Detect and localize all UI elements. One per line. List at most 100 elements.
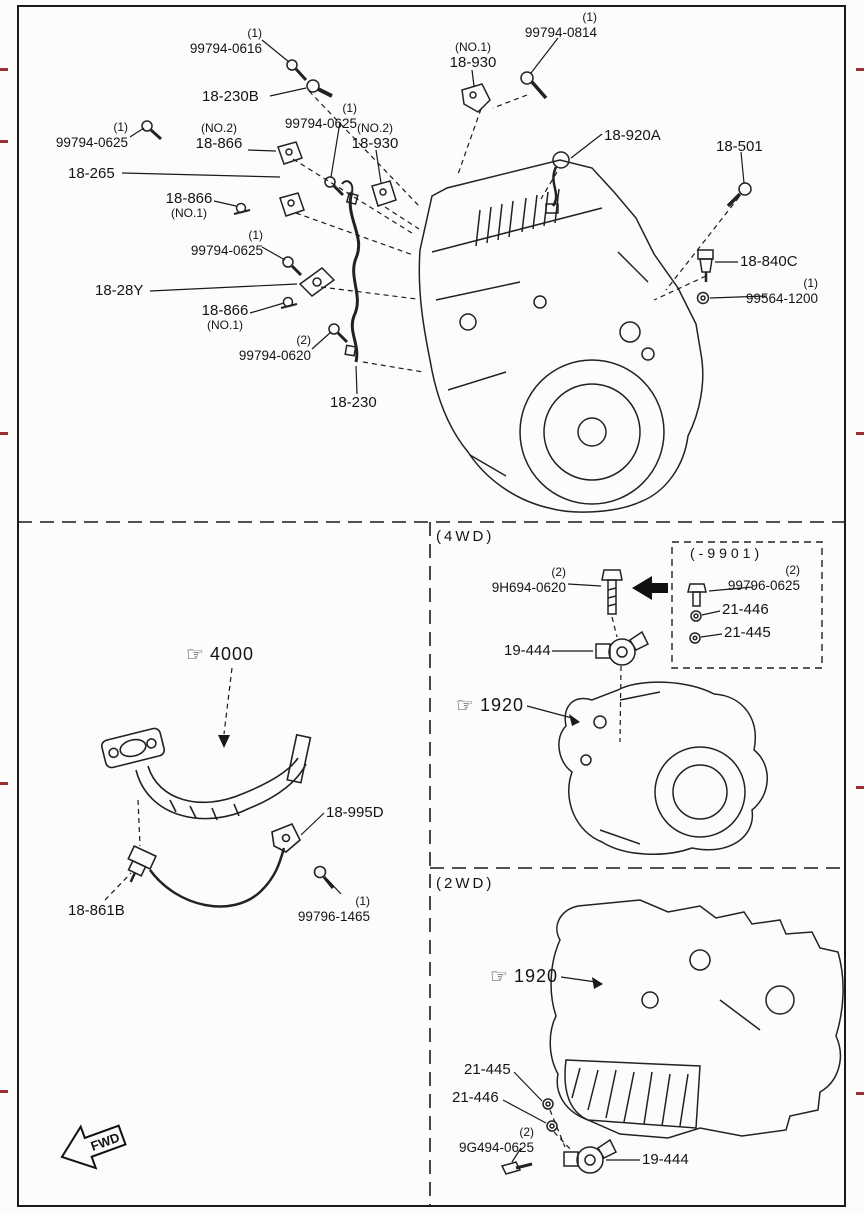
bolt-99796-0625-glyph — [687, 583, 707, 607]
page-border — [17, 5, 846, 1207]
callout-21-446-4wd: 21-446 — [722, 601, 769, 618]
bolt-99794-0616-glyph — [286, 59, 308, 82]
callout-18-930-no1: (NO.1) 18-930 — [449, 40, 497, 71]
callout-qty: (1) — [247, 26, 262, 40]
section-dividers — [18, 521, 845, 1206]
dashed-lines-top — [292, 90, 740, 373]
washer-99564-1200-glyph — [696, 291, 710, 305]
callout-18-930-no2: (NO.2) 18-930 — [351, 121, 399, 152]
callout-99794-0625-b: (1) 99794-0625 — [284, 101, 357, 131]
callout-18-28Y: 18-28Y — [95, 282, 144, 299]
2wd-illustration — [500, 899, 844, 1175]
pipe-18-230-glyph — [341, 180, 361, 363]
sensor-18-840C-glyph — [697, 249, 714, 282]
callout-99794-0625-a: (1) 99794-0625 — [55, 120, 128, 150]
callout-18-866-no1-a: 18-866 (NO.1) — [165, 190, 213, 220]
header-2wd: (2WD) — [436, 875, 495, 892]
leader-lines-top — [121, 37, 768, 395]
callout-21-445-2wd: 21-445 — [464, 1061, 511, 1078]
washer-21-445-glyph — [689, 632, 701, 644]
callout-99564-1200: (1) 99564-1200 — [745, 276, 818, 306]
callout-18-501: 18-501 — [716, 138, 763, 155]
washer-21-445-2wd-glyph — [542, 1098, 554, 1110]
pointing-hand-icon: ☞ — [490, 965, 508, 988]
sensor-18-920A-glyph — [545, 151, 570, 214]
substitution-arrow-icon — [632, 576, 668, 600]
gasket-18-28Y-glyph — [298, 267, 336, 297]
arrowhead-1920-2wd — [592, 977, 603, 989]
bolt-9H694-0620-glyph — [601, 569, 623, 615]
callout-99794-0616: (1) 99794-0616 — [190, 26, 262, 56]
sensor-19-444-4wd-glyph — [595, 630, 650, 666]
bolt-99794-0625b-glyph — [324, 176, 345, 197]
bracket-18-930-no2-glyph — [371, 180, 397, 207]
scan-mark — [856, 432, 864, 435]
valve-18-230B-glyph — [306, 79, 333, 98]
scan-mark — [0, 432, 8, 435]
scan-mark — [856, 786, 864, 789]
scan-mark — [0, 140, 8, 143]
ref-4000: ☞ 4000 — [186, 644, 254, 665]
bracket-18-995D-glyph — [271, 822, 301, 853]
callout-99796-0625: (2) 99796-0625 — [727, 563, 800, 593]
oxygen-sensor-18-861B-glyph — [127, 844, 158, 883]
callout-99794-0625-c: (1) 99794-0625 — [190, 228, 263, 258]
bolt-9G494-0625-glyph — [500, 1161, 533, 1175]
pointing-hand-icon: ☞ — [456, 694, 474, 717]
pointing-hand-icon: ☞ — [186, 643, 204, 666]
callout-19-444-4wd: 19-444 — [504, 642, 551, 659]
callout-18-265: 18-265 — [68, 165, 115, 182]
scan-mark — [856, 1092, 864, 1095]
arrowhead-1920-4wd — [569, 714, 580, 726]
fastener-glyphs — [141, 59, 752, 344]
callout-18-995D: 18-995D — [326, 804, 384, 821]
inset-header-9901: (-9901) — [686, 545, 768, 561]
ref-number: 4000 — [209, 644, 254, 664]
ref-1920-2wd: ☞ 1920 — [490, 966, 558, 987]
leader-lines-exhaust — [300, 812, 342, 895]
fwd-arrow: FWD — [60, 1124, 127, 1170]
callout-18-861B: 18-861B — [68, 902, 125, 919]
callout-18-230B: 18-230B — [202, 88, 259, 105]
callout-9G494-0625: (2) 9G494-0625 — [458, 1125, 534, 1155]
clip-18-866-no1a-glyph — [233, 202, 251, 215]
leader-lines-2wd — [502, 976, 640, 1163]
ref-number: 1920 — [479, 695, 524, 715]
fwd-label: FWD — [89, 1130, 122, 1154]
ref-number: 1920 — [513, 966, 558, 986]
arrowhead-4000 — [218, 735, 230, 748]
dashed-lines-2wd — [549, 1109, 574, 1153]
bolt-99794-0625c-glyph — [282, 256, 303, 277]
callout-18-840C: 18-840C — [740, 253, 798, 270]
callout-18-866-no2: (NO.2) 18-866 — [195, 121, 243, 152]
switch-18-501-glyph — [726, 182, 752, 208]
callout-part: 99794-0616 — [189, 41, 262, 56]
callout-18-920A: 18-920A — [604, 127, 661, 144]
ref-1920-4wd: ☞ 1920 — [456, 695, 524, 716]
callout-19-444-2wd: 19-444 — [642, 1151, 689, 1168]
dashed-lines-4wd — [611, 616, 622, 743]
washer-21-446-glyph — [690, 610, 702, 622]
callout-21-445-4wd: 21-445 — [724, 624, 771, 641]
exhaust-pipe-illustration — [100, 727, 335, 908]
scan-mark — [856, 68, 864, 71]
clip-18-866-no1b-glyph — [280, 296, 298, 309]
callout-9H694-0620: (2) 9H694-0620 — [491, 565, 566, 595]
callout-99794-0814: (1) 99794-0814 — [524, 10, 597, 40]
scan-mark — [0, 1090, 8, 1093]
callout-18-866-no1-b: 18-866 (NO.1) — [201, 302, 249, 332]
bracket-18-930-no1-glyph — [461, 83, 491, 113]
callout-21-446-2wd: 21-446 — [452, 1089, 499, 1106]
bolt-99794-0620-glyph — [328, 323, 349, 344]
engine-illustration — [418, 159, 704, 513]
bracket-18-866-no2-glyph — [277, 141, 303, 165]
4wd-illustration — [558, 541, 823, 855]
header-4wd: (4WD) — [436, 528, 495, 545]
scan-mark — [0, 68, 8, 71]
bolt-99796-1465-glyph — [313, 865, 335, 889]
leader-lines-4wd — [526, 583, 754, 719]
bolt-99794-0625a-glyph — [141, 120, 163, 141]
callout-99794-0620: (2) 99794-0620 — [238, 333, 311, 363]
